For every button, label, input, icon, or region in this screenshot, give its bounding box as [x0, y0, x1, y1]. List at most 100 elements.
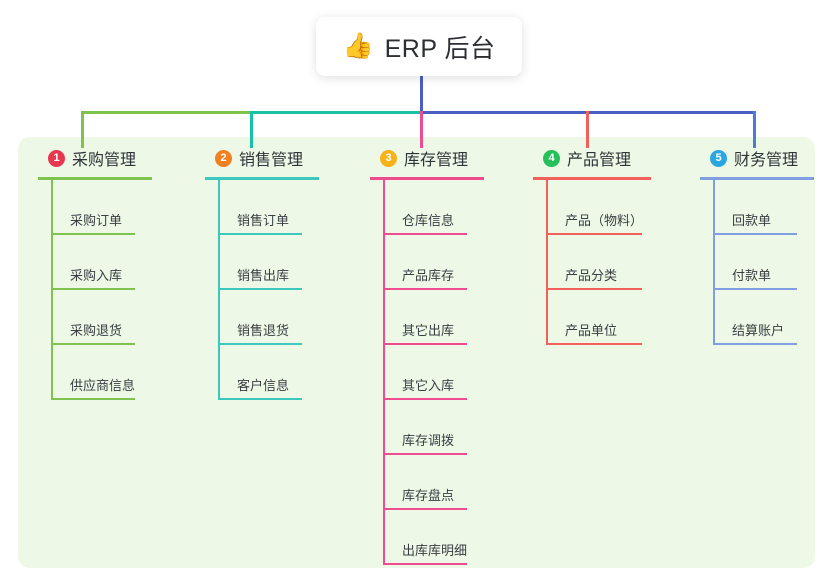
- list-item[interactable]: 其它出库: [383, 290, 484, 345]
- list-item-label: 仓库信息: [402, 213, 455, 228]
- list-item[interactable]: 库存盘点: [383, 455, 484, 510]
- list-item-label: 产品分类: [565, 268, 618, 283]
- list-item-label: 产品单位: [565, 323, 618, 338]
- list-item-rule: [548, 288, 642, 290]
- column-title-5: 财务管理: [734, 152, 799, 169]
- column-title-1: 采购管理: [72, 152, 137, 169]
- list-item-rule: [53, 398, 135, 400]
- column-header-1[interactable]: 1 采购管理: [38, 145, 152, 171]
- list-item[interactable]: 结算账户: [713, 290, 814, 345]
- list-item[interactable]: 产品分类: [546, 235, 651, 290]
- column-title-4: 产品管理: [567, 152, 632, 169]
- column-head-rule-3: [370, 177, 484, 180]
- list-item-rule: [53, 343, 135, 345]
- list-item-rule: [53, 233, 135, 235]
- column-title-3: 库存管理: [404, 152, 469, 169]
- list-item[interactable]: 供应商信息: [51, 345, 152, 400]
- list-item-rule: [715, 288, 797, 290]
- list-item[interactable]: 回款单: [713, 180, 814, 235]
- list-item[interactable]: 销售退货: [218, 290, 319, 345]
- list-item[interactable]: 采购入库: [51, 235, 152, 290]
- column-items-5: 回款单付款单结算账户: [700, 180, 814, 345]
- list-item-rule: [220, 343, 302, 345]
- list-item[interactable]: 产品单位: [546, 290, 651, 345]
- column-1: 1 采购管理采购订单采购入库采购退货供应商信息: [38, 145, 152, 400]
- column-head-rule-1: [38, 177, 152, 180]
- list-item[interactable]: 付款单: [713, 235, 814, 290]
- column-4: 4 产品管理产品（物料） 产品分类产品单位: [533, 145, 651, 345]
- list-item-rule: [715, 233, 797, 235]
- list-item-label: 其它出库: [402, 323, 455, 338]
- list-item[interactable]: 库存调拨: [383, 400, 484, 455]
- column-items-1: 采购订单采购入库采购退货供应商信息: [38, 180, 152, 400]
- column-items-3: 仓库信息产品库存其它出库其它入库库存调拨库存盘点出库库明细: [370, 180, 484, 565]
- list-item[interactable]: 仓库信息: [383, 180, 484, 235]
- list-item-rule: [385, 288, 467, 290]
- diagram-panel: [18, 137, 815, 568]
- column-title-2: 销售管理: [239, 152, 304, 169]
- list-item-label: 付款单: [732, 268, 772, 283]
- thumbs-up-icon: 👍: [342, 32, 374, 60]
- column-spine-5: [713, 180, 715, 345]
- drop-inventory: [420, 111, 423, 148]
- column-badge-4: 4: [543, 149, 560, 167]
- list-item-rule: [220, 233, 302, 235]
- column-head-rule-5: [700, 177, 814, 180]
- list-item-rule: [548, 343, 642, 345]
- column-header-4[interactable]: 4 产品管理: [533, 145, 651, 171]
- list-item-label: 库存调拨: [402, 433, 455, 448]
- list-item-label: 回款单: [732, 213, 772, 228]
- column-head-rule-2: [205, 177, 319, 180]
- column-head-rule-4: [533, 177, 651, 180]
- trunk-stem: [420, 76, 423, 113]
- list-item-rule: [385, 508, 467, 510]
- root-node-title: ERP 后台: [384, 34, 496, 63]
- column-spine-1: [51, 180, 53, 400]
- list-item-label: 供应商信息: [70, 378, 136, 393]
- column-items-4: 产品（物料） 产品分类产品单位: [533, 180, 651, 345]
- list-item[interactable]: 其它入库: [383, 345, 484, 400]
- list-item-rule: [385, 563, 467, 565]
- drop-sales: [250, 111, 253, 148]
- list-item-rule: [385, 233, 467, 235]
- segment-teal: [250, 111, 420, 114]
- column-spine-3: [383, 180, 385, 565]
- list-item-rule: [385, 398, 467, 400]
- column-spine-2: [218, 180, 220, 400]
- list-item-label: 结算账户: [732, 323, 785, 338]
- list-item-rule: [385, 343, 467, 345]
- list-item-rule: [220, 288, 302, 290]
- list-item-label: 销售出库: [237, 268, 290, 283]
- list-item-label: 出库库明细: [402, 543, 468, 558]
- list-item-label: 采购退货: [70, 323, 123, 338]
- list-item[interactable]: 产品库存: [383, 235, 484, 290]
- list-item-label: 产品库存: [402, 268, 455, 283]
- list-item[interactable]: 销售出库: [218, 235, 319, 290]
- column-items-2: 销售订单销售出库销售退货客户信息: [205, 180, 319, 400]
- list-item-label: 销售退货: [237, 323, 290, 338]
- list-item-rule: [548, 233, 642, 235]
- list-item[interactable]: 采购订单: [51, 180, 152, 235]
- column-spine-4: [546, 180, 548, 345]
- list-item-label: 产品（物料）: [565, 213, 644, 228]
- drop-finance: [753, 111, 756, 148]
- segment-green: [81, 111, 250, 114]
- list-item-rule: [385, 453, 467, 455]
- list-item-label: 其它入库: [402, 378, 455, 393]
- list-item[interactable]: 客户信息: [218, 345, 319, 400]
- drop-product: [586, 111, 589, 148]
- list-item[interactable]: 出库库明细: [383, 510, 484, 565]
- list-item[interactable]: 产品（物料）: [546, 180, 651, 235]
- root-node-card[interactable]: 👍 ERP 后台: [316, 17, 522, 76]
- list-item-rule: [715, 343, 797, 345]
- column-badge-1: 1: [48, 149, 65, 167]
- list-item[interactable]: 采购退货: [51, 290, 152, 345]
- list-item[interactable]: 销售订单: [218, 180, 319, 235]
- list-item-label: 客户信息: [237, 378, 290, 393]
